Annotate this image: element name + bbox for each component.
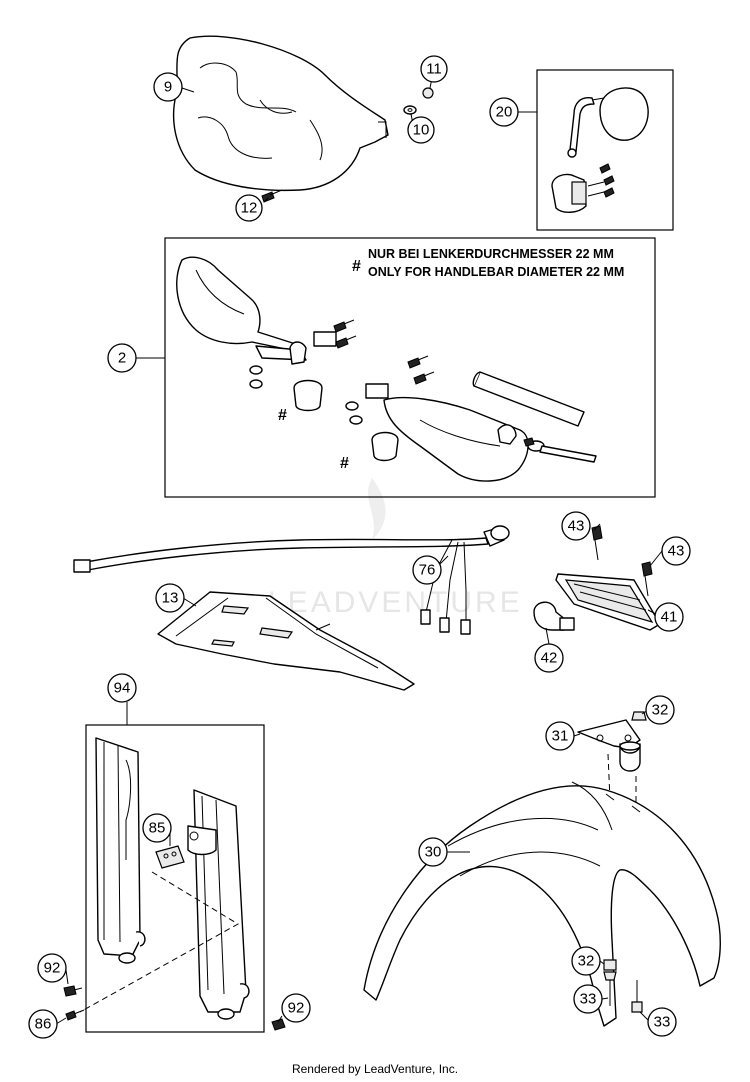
screw-86 [65, 1009, 85, 1021]
mirror [551, 87, 649, 213]
svg-text:92: 92 [288, 1000, 305, 1017]
note-marker: # [352, 258, 361, 275]
bolt-33-left [603, 971, 617, 1006]
fork-guard-right [187, 789, 250, 1020]
nut-11 [422, 87, 434, 99]
callout-92-right: 92 [281, 993, 311, 1023]
svg-text:41: 41 [661, 609, 678, 626]
handguard-left: # [176, 256, 357, 424]
callout-92-left: 92 [37, 953, 67, 983]
tail-light [555, 525, 661, 631]
callout-12: 12 [235, 194, 263, 222]
washer-10 [403, 105, 417, 115]
clip-85 [155, 845, 185, 869]
callout-2: 2 [107, 343, 137, 373]
bolt-92-left [63, 985, 83, 997]
bulb-42 [533, 601, 575, 631]
front-fender [363, 781, 721, 1027]
assembly-line-fork [79, 871, 239, 1013]
callout-43-right: 43 [661, 536, 691, 566]
fender-bracket [577, 719, 641, 772]
svg-text:85: 85 [149, 820, 166, 837]
svg-text:12: 12 [241, 200, 258, 217]
callout-31: 31 [545, 721, 575, 751]
callout-86: 86 [28, 1009, 58, 1039]
marker-right: # [340, 455, 349, 472]
note-line-1: NUR BEI LENKERDURCHMESSER 22 MM [368, 247, 614, 261]
svg-text:9: 9 [164, 79, 172, 96]
handguard-box [164, 237, 656, 498]
bolt-33-right [631, 980, 643, 1013]
svg-text:13: 13 [162, 590, 179, 607]
callout-42: 42 [534, 643, 564, 673]
footer-credit: Rendered by LeadVenture, Inc. [292, 1062, 458, 1076]
handguard-right: # [340, 355, 597, 482]
svg-text:43: 43 [568, 518, 585, 535]
watermark-text: LEADVENTURE [268, 586, 523, 619]
fork-guard-left [95, 737, 146, 964]
callout-85: 85 [142, 813, 172, 843]
bolt-32-bottom [603, 959, 617, 971]
fork-guard-box [85, 724, 265, 1033]
svg-text:31: 31 [552, 728, 569, 745]
callout-13: 13 [155, 583, 185, 613]
bolt-92-right [271, 1018, 286, 1031]
callout-9: 9 [153, 72, 183, 102]
svg-text:76: 76 [419, 562, 436, 579]
callout-94: 94 [107, 673, 137, 703]
callout-10: 10 [407, 116, 435, 144]
svg-text:43: 43 [668, 543, 685, 560]
marker-left: # [278, 407, 287, 424]
svg-text:11: 11 [426, 61, 442, 78]
callout-41: 41 [654, 602, 684, 632]
callout-33-right: 33 [647, 1007, 677, 1037]
mirror-box [536, 69, 674, 231]
callout-11: 11 [420, 55, 448, 83]
note-line-2: ONLY FOR HANDLEBAR DIAMETER 22 MM [368, 265, 624, 279]
screw-12 [261, 189, 283, 203]
svg-text:30: 30 [425, 844, 442, 861]
callout-32-bottom: 32 [571, 946, 601, 976]
svg-text:94: 94 [114, 680, 131, 697]
callout-30: 30 [418, 837, 448, 867]
svg-text:33: 33 [580, 991, 597, 1008]
callout-20: 20 [489, 97, 519, 127]
svg-text:32: 32 [652, 702, 669, 719]
headlight-mask [172, 35, 389, 192]
svg-text:33: 33 [654, 1014, 671, 1031]
svg-text:86: 86 [35, 1016, 52, 1033]
svg-text:32: 32 [578, 953, 595, 970]
callout-33-left: 33 [573, 984, 603, 1014]
rear-fender [157, 591, 415, 691]
svg-text:2: 2 [118, 350, 126, 367]
svg-text:92: 92 [44, 960, 61, 977]
watermark: LEADVENTURE [268, 478, 523, 619]
svg-text:42: 42 [541, 650, 558, 667]
callout-32-top: 32 [645, 695, 675, 725]
callout-43-top: 43 [561, 511, 591, 541]
assembly-line-fender-left [607, 753, 611, 801]
svg-text:10: 10 [413, 122, 430, 139]
callout-76: 76 [412, 555, 442, 585]
svg-text:20: 20 [496, 104, 513, 121]
